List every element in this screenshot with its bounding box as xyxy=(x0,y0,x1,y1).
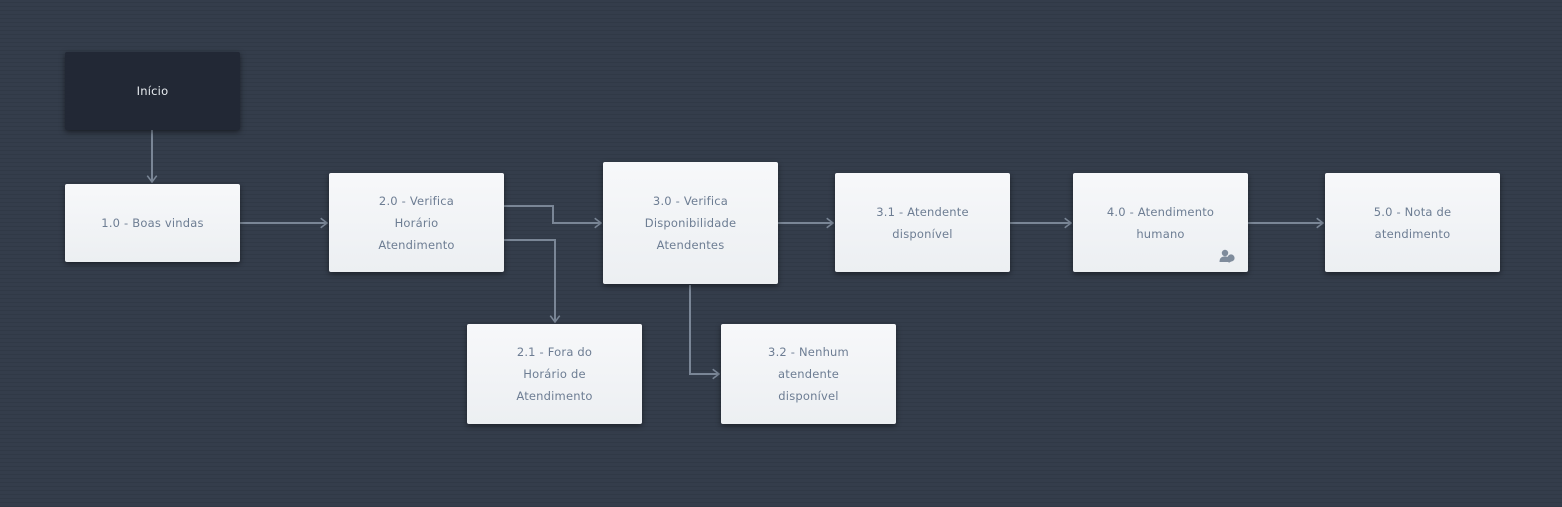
user-group-icon xyxy=(1219,249,1235,263)
node-label: 5.0 - Nota de atendimento xyxy=(1373,204,1452,241)
node-4-0-atendimento-humano[interactable]: 4.0 - Atendimento humano xyxy=(1073,173,1248,272)
edge-3-0-to-3-2 xyxy=(689,285,719,374)
node-3-0-verifica-disponibilidade[interactable]: 3.0 - Verifica Disponibilidade Atendente… xyxy=(603,162,778,284)
node-5-0-nota-de-atendimento[interactable]: 5.0 - Nota de atendimento xyxy=(1325,173,1500,272)
node-3-1-atendente-disponivel[interactable]: 3.1 - Atendente disponível xyxy=(835,173,1010,272)
edge-2-0-to-3-0 xyxy=(504,205,601,223)
node-label: 3.0 - Verifica Disponibilidade Atendente… xyxy=(644,194,737,252)
node-label: 1.0 - Boas vindas xyxy=(101,216,204,230)
edge-2-0-to-2-1 xyxy=(504,239,555,322)
node-label: Início xyxy=(136,84,169,98)
node-3-2-nenhum-atendente[interactable]: 3.2 - Nenhum atendente disponível xyxy=(721,324,896,424)
node-label: 2.0 - Verifica Horário Atendimento xyxy=(378,193,455,252)
node-label: 3.1 - Atendente disponível xyxy=(876,204,969,241)
node-label: 3.2 - Nenhum atendente disponível xyxy=(768,345,849,403)
node-inicio[interactable]: Início xyxy=(65,52,240,130)
node-2-1-fora-do-horario[interactable]: 2.1 - Fora do Horário de Atendimento xyxy=(467,324,642,424)
node-label: 4.0 - Atendimento humano xyxy=(1106,204,1215,241)
node-2-0-verifica-horario[interactable]: 2.0 - Verifica Horário Atendimento xyxy=(329,173,504,272)
node-1-0-boas-vindas[interactable]: 1.0 - Boas vindas xyxy=(65,184,240,262)
node-label: 2.1 - Fora do Horário de Atendimento xyxy=(516,345,593,403)
